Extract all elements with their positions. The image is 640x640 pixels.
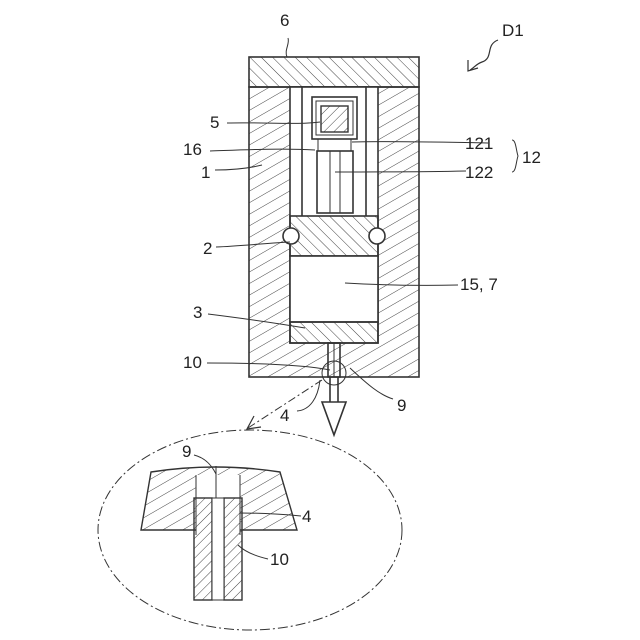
label-9: 9: [397, 396, 406, 415]
label-4: 4: [280, 406, 289, 425]
bottom-plate: [290, 322, 378, 343]
label-3: 3: [193, 303, 202, 322]
d1-arrow: [470, 40, 498, 70]
label-5: 5: [210, 113, 219, 132]
label-6: 6: [280, 11, 289, 30]
piston: [290, 216, 378, 256]
label-12: 12: [522, 148, 541, 167]
label-detail-10: 10: [270, 550, 289, 569]
label-121: 121: [465, 134, 493, 153]
label-122: 122: [465, 163, 493, 182]
label-16: 16: [183, 140, 202, 159]
label-detail-9: 9: [182, 442, 191, 461]
o-ring-left: [283, 228, 299, 244]
chamber: [290, 256, 378, 322]
label-detail-4: 4: [302, 507, 311, 526]
o-ring-right: [369, 228, 385, 244]
label-d1: D1: [502, 21, 524, 40]
label-15-7: 15, 7: [460, 275, 498, 294]
detail-view: [141, 466, 297, 600]
magnet: [321, 106, 348, 132]
top-plate: [249, 57, 419, 87]
label-2: 2: [203, 239, 212, 258]
label-10: 10: [183, 353, 202, 372]
label-1: 1: [201, 163, 210, 182]
